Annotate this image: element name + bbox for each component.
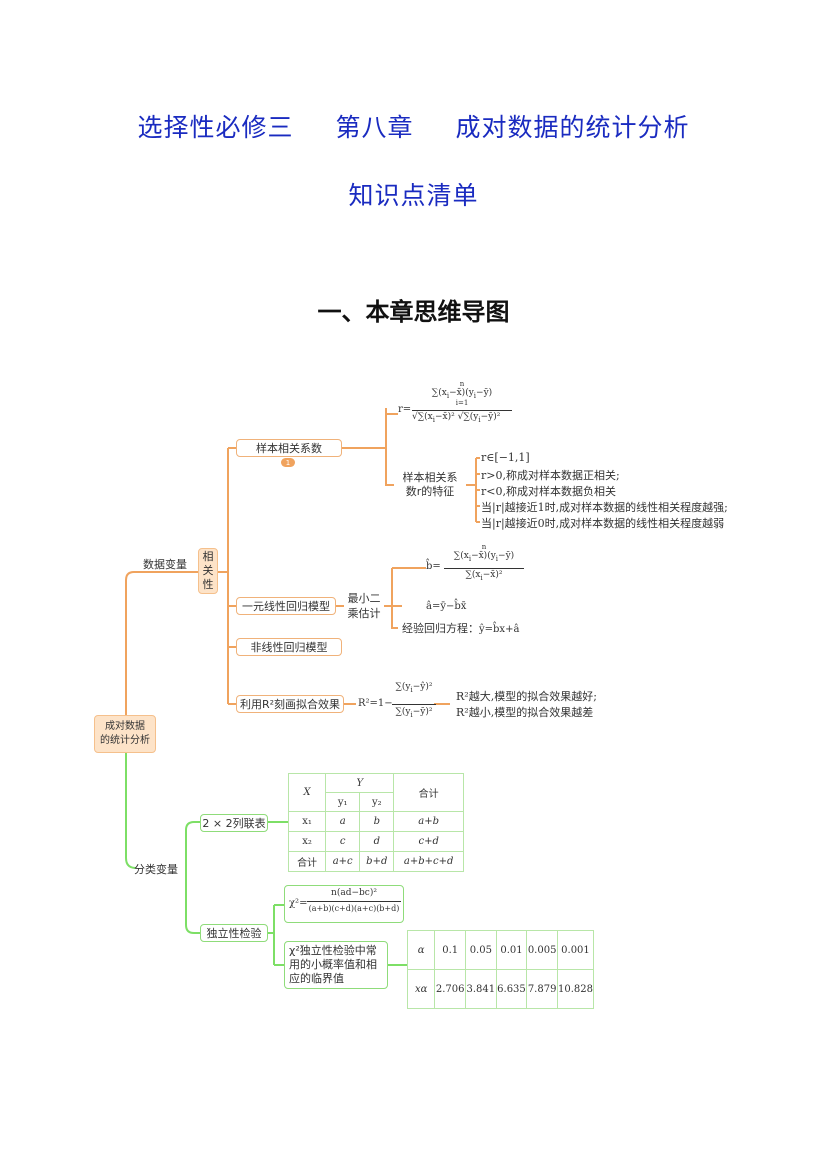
node-correlation-coefficient-label: 样本相关系数	[256, 442, 322, 455]
contingency-cell: d	[359, 831, 395, 852]
node-least-squares-label: 最小二 乘估计	[347, 592, 381, 620]
correlation-label: 相 关 性	[202, 550, 214, 591]
title-part-book: 选择性必修三	[137, 113, 294, 142]
contingency-header-y2: y₂	[359, 792, 395, 812]
critical-x-value: 10.828	[556, 969, 595, 1009]
correlation-node: 相 关 性	[198, 548, 218, 594]
prop-1: r>0,称成对样本数据正相关;	[481, 469, 620, 482]
section-heading: 一、本章思维导图	[317, 298, 510, 326]
badge: 1	[281, 458, 295, 467]
critical-x-value: 6.635	[495, 969, 528, 1009]
regression-equation: 经验回归方程：ŷ=b̂x+â	[402, 620, 519, 636]
contingency-cell: a+b+c+d	[393, 851, 464, 872]
node-nonlinear-regression-label: 非线性回归模型	[250, 641, 328, 654]
node-linear-regression-label: 一元线性回归模型	[242, 600, 330, 613]
contingency-cell: c+d	[393, 831, 464, 852]
prop-4: 当|r|越接近0时,成对样本数据的线性相关程度越弱	[481, 517, 725, 530]
critical-alpha-value: 0.005	[526, 930, 558, 970]
contingency-cell: b+d	[359, 851, 395, 872]
formula-chi-square: χ²= n(ad−bc)² (a+b)(c+d)(a+c)(b+d)	[284, 885, 404, 923]
root-label: 成对数据 的统计分析	[100, 721, 150, 746]
contingency-cell: 合计	[287, 851, 327, 872]
node-independence-test-label: 独立性检验	[206, 927, 262, 940]
title-part-topic: 成对数据的统计分析	[455, 113, 690, 142]
node-r-squared: 利用R²刻画拟合效果	[236, 695, 344, 713]
contingency-header-y: Y	[325, 773, 395, 793]
contingency-cell: x₁	[287, 811, 327, 832]
critical-alpha-value: 0.1	[434, 930, 466, 970]
critical-alpha-value: 0.01	[495, 930, 528, 970]
contingency-cell: a	[325, 811, 361, 832]
node-contingency-table-label: 2 × 2列联表	[202, 817, 266, 830]
root-node: 成对数据 的统计分析	[94, 715, 156, 753]
node-correlation-properties: 样本相关系 数r的特征	[394, 470, 466, 500]
node-r-squared-label: 利用R²刻画拟合效果	[239, 698, 341, 711]
node-critical-values: χ²独立性检验中常 用的小概率值和相 应的临界值	[284, 941, 388, 989]
r2-note-0: R²越大,模型的拟合效果越好;	[456, 690, 597, 703]
contingency-header-x: X	[287, 773, 327, 812]
title-part-chapter: 第八章	[335, 113, 414, 142]
node-correlation-properties-label: 样本相关系 数r的特征	[402, 471, 458, 498]
branch-numeric-label: 数据变量	[143, 558, 187, 571]
contingency-cell: a+c	[325, 851, 361, 872]
contingency-table: X Y 合计 y₁ y₂ x₁ a b a+b x₂ c d c+d 合计 a+…	[287, 773, 464, 872]
critical-alpha-value: 0.05	[465, 930, 497, 970]
contingency-cell: a+b	[393, 811, 464, 832]
page-subtitle: 知识点清单	[348, 181, 479, 210]
node-correlation-coefficient: 样本相关系数	[236, 439, 342, 457]
node-least-squares: 最小二 乘估计	[344, 590, 384, 622]
critical-values-table: α 0.1 0.05 0.01 0.005 0.001 xα 2.706 3.8…	[406, 930, 595, 1009]
critical-x-value: 2.706	[434, 969, 466, 1009]
formula-chi-square-text: χ²= n(ad−bc)² (a+b)(c+d)(a+c)(b+d)	[289, 888, 401, 913]
regression-equation-formula: ŷ=b̂x+â	[479, 624, 520, 635]
node-contingency-table: 2 × 2列联表	[200, 814, 268, 832]
contingency-cell: b	[359, 811, 395, 832]
prop-2: r<0,称成对样本数据负相关	[481, 485, 616, 498]
contingency-header-total: 合计	[393, 773, 464, 812]
critical-alpha-value: 0.001	[556, 930, 595, 970]
badge-label: 1	[285, 458, 291, 467]
node-independence-test: 独立性检验	[200, 924, 268, 942]
formula-b: b̂= n ∑(xi−x̄)(yi−ȳ) ∑(xi−x̄)²	[426, 543, 526, 591]
contingency-cell: x₂	[287, 831, 327, 852]
node-nonlinear-regression: 非线性回归模型	[236, 638, 342, 656]
r2-note-1: R²越小,模型的拟合效果越差	[456, 706, 594, 719]
node-critical-values-label: χ²独立性检验中常 用的小概率值和相 应的临界值	[289, 944, 377, 985]
critical-alpha-label: α	[406, 930, 436, 970]
regression-equation-label: 经验回归方程：	[402, 622, 479, 635]
prop-0: r∈[−1,1]	[481, 451, 530, 464]
node-linear-regression: 一元线性回归模型	[236, 597, 336, 615]
prop-3: 当|r|越接近1时,成对样本数据的线性相关程度越强;	[481, 501, 728, 514]
critical-x-value: 7.879	[526, 969, 558, 1009]
formula-r: r= n ∑(xi−x̄)(yi−ȳ) i=1 √∑(xi−x̄)² √∑(yi…	[398, 380, 518, 442]
formula-a: â=ȳ−b̂x̄	[426, 601, 467, 612]
formula-r2: R²=1− ∑(yi−ŷ)² ∑(yi−ȳ)²	[358, 680, 438, 730]
page-title: 选择性必修三 第八章 成对数据的统计分析	[0, 108, 827, 144]
branch-categorical-label: 分类变量	[134, 863, 178, 876]
contingency-cell: c	[325, 831, 361, 852]
critical-x-value: 3.841	[465, 969, 497, 1009]
critical-x-label: xα	[406, 969, 436, 1009]
contingency-header-y1: y₁	[325, 792, 361, 812]
